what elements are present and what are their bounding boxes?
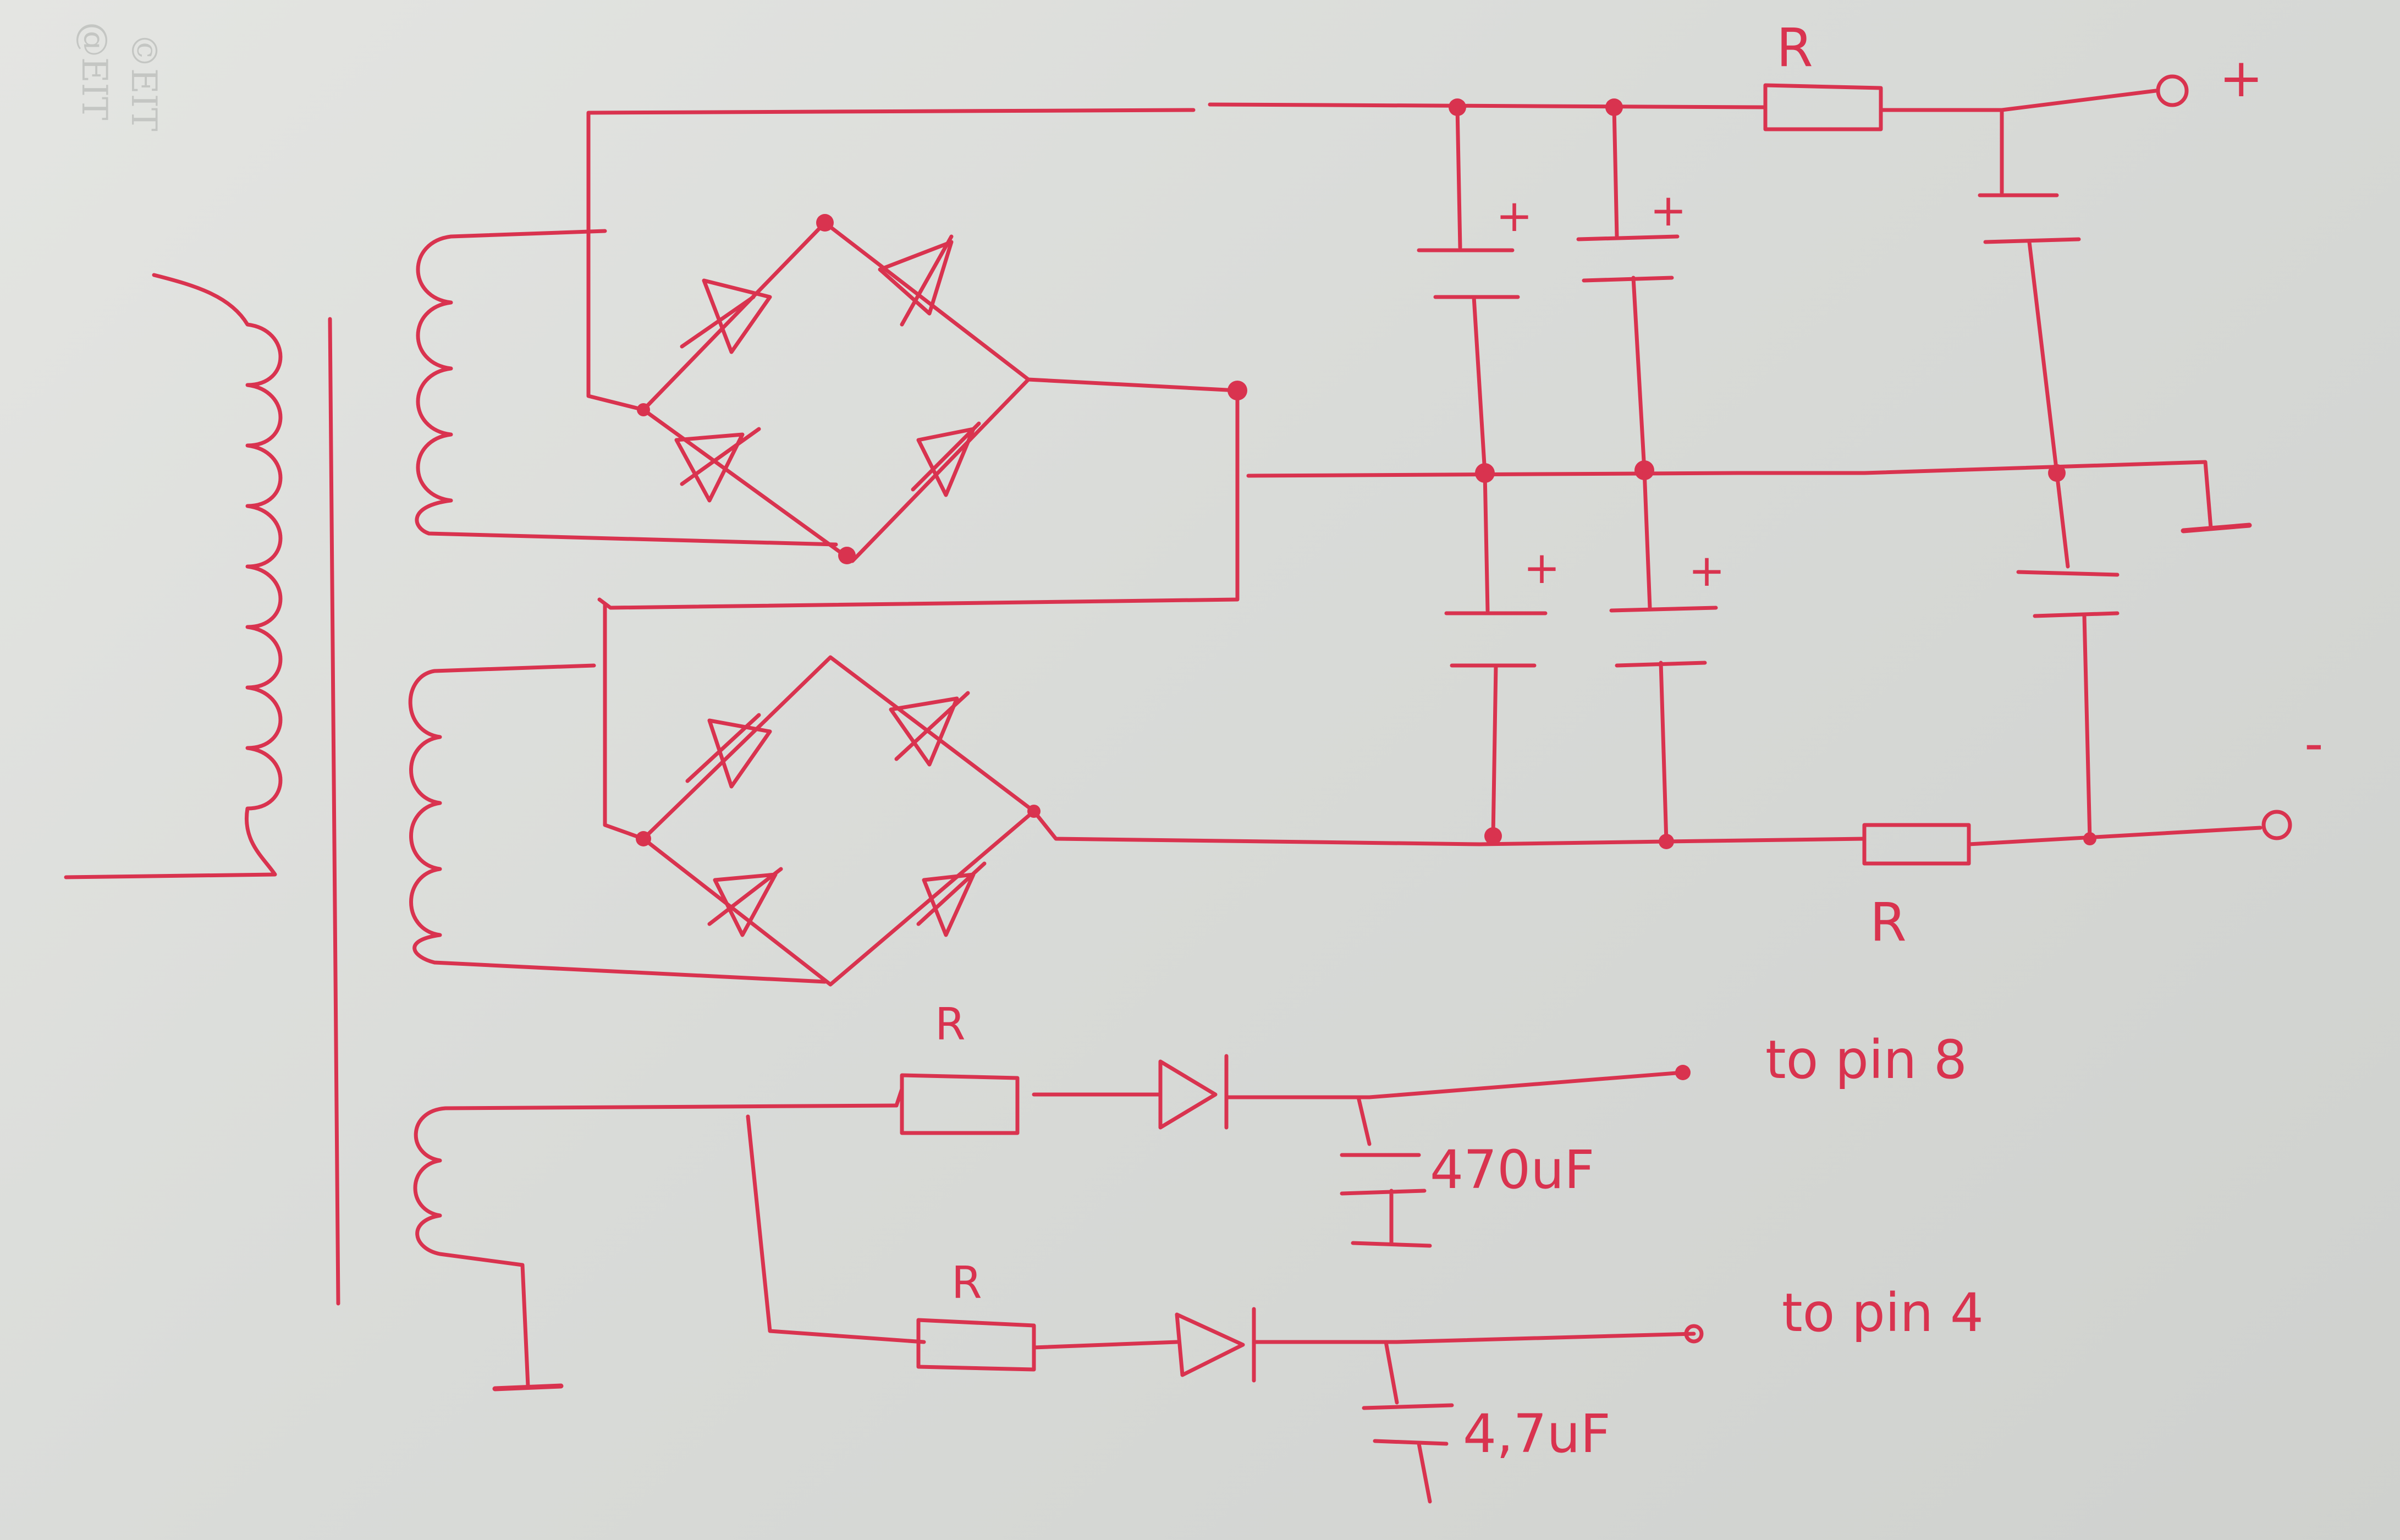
positive-output-label: + [2219,47,2263,109]
resistor-aux1-label: R [935,999,966,1050]
capacitor-c2-upper [1576,105,1680,472]
secondary-winding-2 [408,663,827,984]
filter-capacitors: + + + + [1417,105,2120,844]
aux-pin8-wire-2 [1224,1070,1685,1099]
ground-rail [1246,460,2252,534]
negative-output-label: - [2304,713,2324,774]
resistor-bottom [1862,823,1971,866]
bridge2-left-feed [603,603,646,841]
diode-aux2 [1175,1307,1256,1383]
watermark-2: @EIT [74,22,114,120]
capacitor-aux1-label: 470uF [1430,1139,1594,1201]
output-pin4-label: to pin 4 [1782,1282,1984,1344]
bridge1-node-right [1227,381,1247,400]
bridge1-diode-4 [911,421,981,497]
capacitor-c2-lower-plus: + [1688,545,1725,596]
transformer-core [328,317,340,1306]
secondary-winding-1 [415,229,838,547]
resistor-aux1 [900,1073,1020,1135]
bridge1-left-feed [586,108,1196,412]
transformer [64,229,899,1388]
positive-rail: R + [1208,17,2263,195]
bridge2-diode-1 [685,713,772,789]
negative-rail: R - [1477,713,2324,953]
resistor-bottom-label: R [1870,892,1907,953]
aux-supply-pin8: R 470uF to pin 8 [894,999,1967,1248]
resistor-top [1763,83,1883,131]
bridge2-diode-3 [707,867,783,937]
bridge-rectifier-1 [586,108,1247,610]
output-pin8-label: to pin 8 [1765,1029,1967,1091]
capacitor-aux2-label: 4,7uF [1463,1403,1611,1465]
capacitor-c2-lower [1609,468,1718,844]
diode-aux1 [1158,1054,1229,1130]
ground-rail-wire [1246,460,2213,530]
bridge2-node-left [636,831,651,846]
ground-symbol-aux [492,1383,564,1392]
bridge1-node-bottom [838,547,856,564]
output-capacitor-positive [1978,193,2081,475]
capacitor-aux1 [1340,1095,1432,1248]
negative-rail-wire-out [1967,826,2263,846]
positive-rail-wire [1208,102,1768,109]
positive-output-terminal[interactable] [2156,74,2189,107]
capacitor-aux2 [1362,1340,1454,1504]
capacitor-c1-upper [1417,105,1520,475]
resistor-aux2 [916,1318,1036,1372]
bridge1-diode-3 [674,427,761,503]
output-pin8-terminal[interactable] [1675,1065,1691,1080]
resistor-aux2-label: R [951,1257,982,1308]
output-capacitor-negative [2016,471,2120,841]
bridge1-diode-1 [680,278,772,354]
aux-pin4-wire-2 [1252,1332,1696,1344]
aux-pin4-wire-1 [1032,1340,1179,1350]
watermark-1: ©EIT [123,33,164,131]
bridge1-node-top [816,214,834,232]
positive-rail-wire-out [1879,89,2158,112]
aux-pin4-feed [746,1114,926,1344]
bridge2-outline [641,655,1036,987]
output-pin4-terminal[interactable] [1684,1324,1704,1344]
bridge-rectifier-2 [603,603,1482,987]
bridge1-node-left [637,403,650,416]
negative-output-terminal[interactable] [2261,810,2292,840]
capacitor-c2-upper-plus: + [1650,185,1687,236]
bridge2-diode-4 [916,861,987,937]
bridge2-diode-2 [889,691,970,767]
capacitor-c1-lower-plus: + [1523,542,1560,593]
transformer-primary-winding [64,273,283,879]
capacitor-c1-upper-plus: + [1496,190,1533,241]
ground-symbol-main [2181,522,2252,534]
bridge1-outline [641,221,1031,563]
resistor-top-label: R [1776,17,1813,79]
secondary-winding-3 [413,1103,899,1388]
bridge2-right-out [1032,809,1482,846]
bridge2-node-right [1027,805,1041,818]
bridge1-diode-2 [878,234,954,327]
capacitor-c1-lower [1444,471,1548,838]
aux-supply-pin4: R 4,7uF to pin 4 [746,1114,1984,1504]
